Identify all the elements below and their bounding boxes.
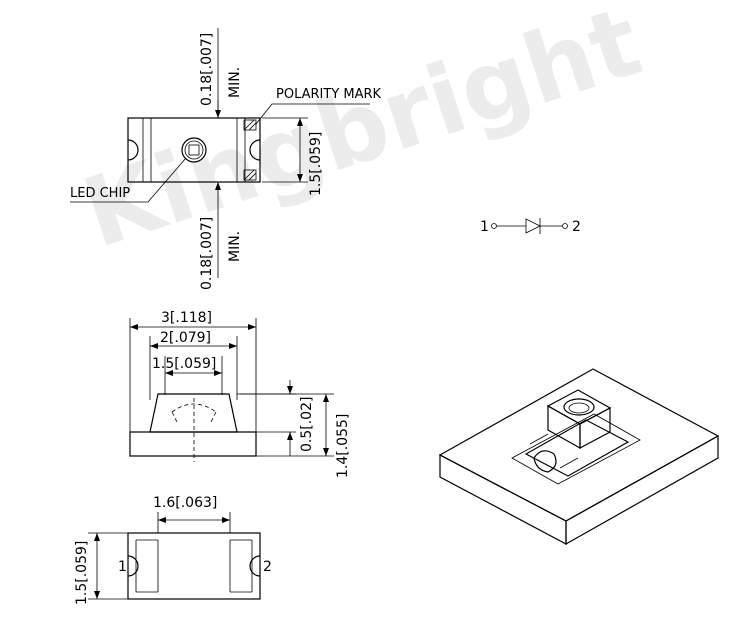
gap-top-value: 0.18[.007] (199, 33, 215, 106)
schematic-pin-2: 2 (572, 219, 581, 235)
watermark: Kingbright (71, 0, 654, 270)
pad-height-value: 1.5[.059] (74, 541, 90, 605)
isometric-view (438, 368, 720, 546)
top-view: 0.18[.007] MIN. POLARITY MARK LED CHIP 0… (70, 28, 382, 290)
side-height-overall: 1.4[.055] (335, 414, 351, 478)
pad-gap-value: 1.6[.063] (153, 495, 217, 511)
side-view: 3[.118] 2[.079] 1.5[.059] 0.5[.02] 1.4[.… (129, 310, 351, 478)
schematic-pin-1: 1 (480, 219, 489, 235)
gap-bottom-value: 0.18[.007] (199, 217, 215, 290)
diode-icon (525, 218, 541, 234)
led-chip-label: LED CHIP (70, 186, 130, 201)
pad-layout: 1.6[.063] 1.5[.059] 1 2 (74, 495, 272, 605)
gap-bottom-min: MIN. (227, 231, 243, 262)
polarity-mark-label: POLARITY MARK (276, 87, 382, 102)
top-height-value: 1.5[.059] (308, 132, 324, 196)
side-width-lens: 1.5[.059] (152, 356, 216, 372)
side-width-body: 2[.079] (160, 330, 211, 346)
polarity-mark-icon (243, 119, 257, 181)
led-chip-icon (181, 137, 207, 163)
schematic-symbol: 1 2 (480, 218, 581, 235)
pad-pin-2: 2 (263, 559, 272, 575)
side-lens-height: 0.5[.02] (299, 397, 315, 452)
pad-pin-1: 1 (118, 559, 127, 575)
side-width-overall: 3[.118] (161, 310, 212, 326)
gap-top-min: MIN. (227, 67, 243, 98)
polarity-dome-icon (533, 450, 557, 473)
